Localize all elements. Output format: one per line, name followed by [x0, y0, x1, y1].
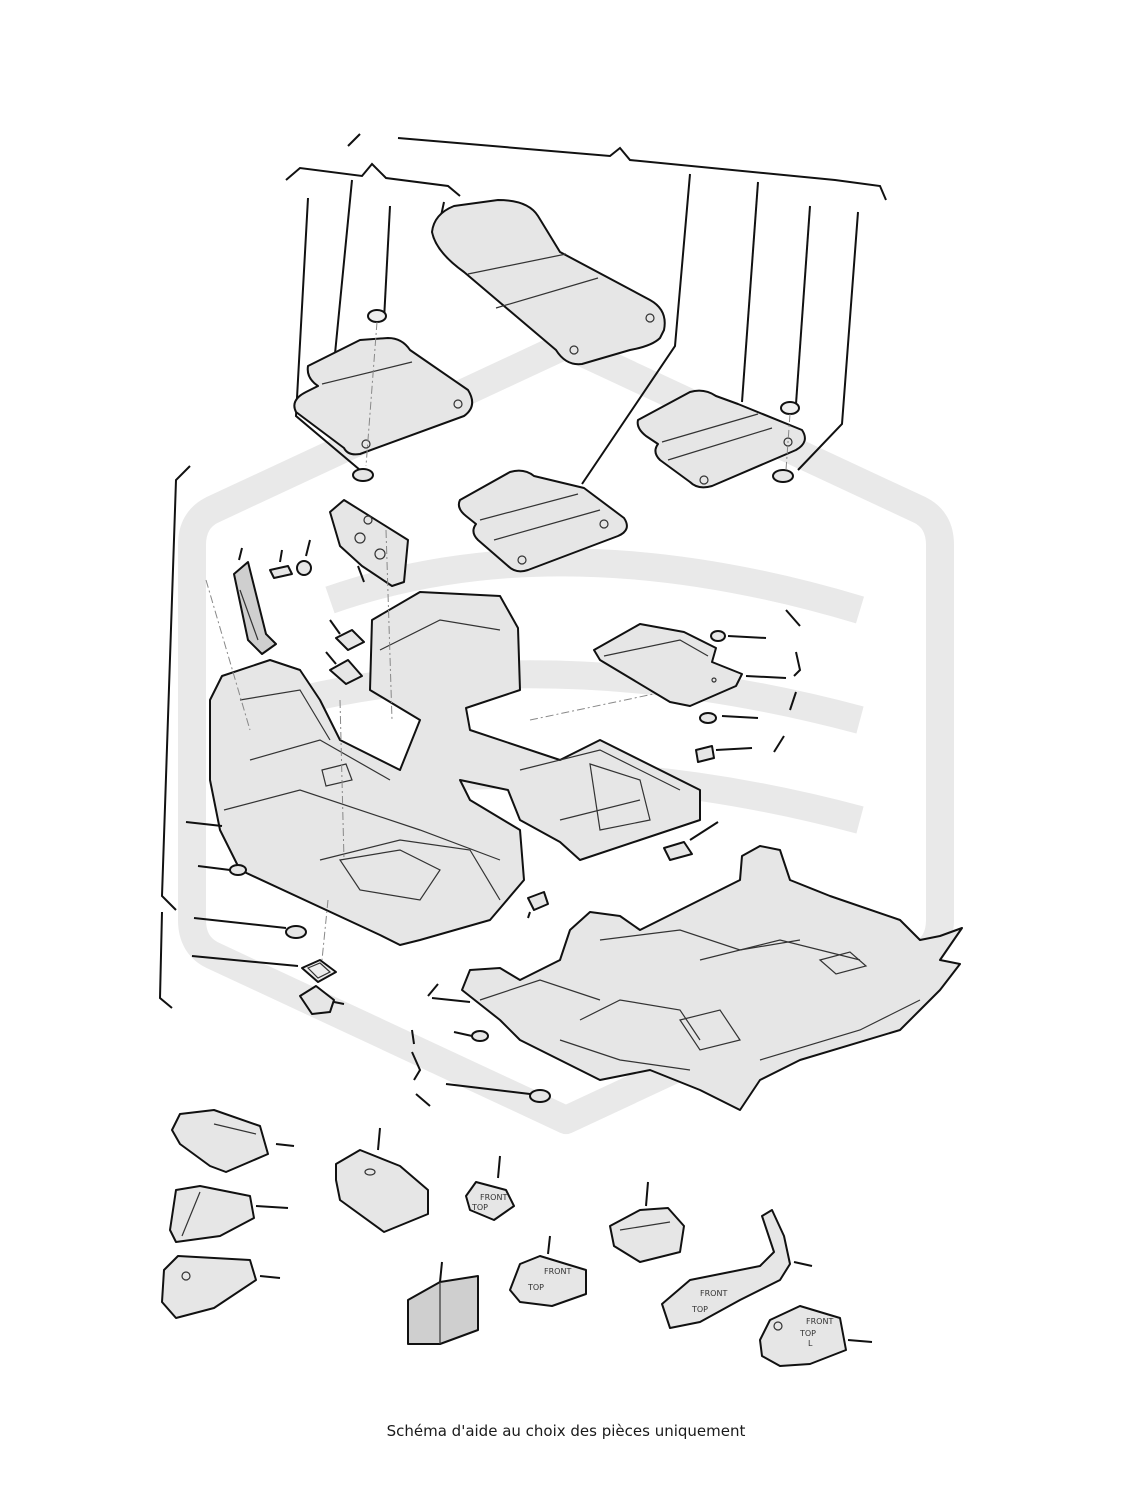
foam-block-right-small — [609, 1181, 685, 1263]
foam-bracket-right: FRONT TOP — [661, 1209, 813, 1329]
stamp-l: L — [808, 1339, 813, 1348]
side-panel-pad — [233, 547, 277, 655]
top-bracket-lines — [285, 133, 887, 485]
stamp-front-1: FRONT — [480, 1193, 507, 1202]
foam-block-front-top: FRONT TOP — [509, 1235, 587, 1307]
floor-mat-front-passenger — [293, 337, 474, 456]
foam-block-tall — [407, 1261, 479, 1345]
floor-mat-front-driver — [431, 199, 666, 366]
foam-block-front-small: FRONT TOP — [465, 1155, 515, 1221]
left-fasteners — [158, 465, 345, 1015]
foam-block-center-large — [335, 1127, 429, 1233]
floor-mat-rear-left — [457, 469, 628, 573]
stamp-top-1: TOP — [471, 1203, 488, 1212]
rear-floor-pad — [593, 623, 743, 707]
floor-mat-rear-right — [636, 389, 806, 489]
rear-fasteners — [411, 891, 551, 1107]
foam-block-right-bottom: FRONT TOP L — [759, 1305, 873, 1367]
rear-floor-carpet — [461, 845, 963, 1111]
front-floor-carpet — [205, 529, 721, 946]
stamp-top-3: TOP — [691, 1305, 708, 1314]
stamp-front-4: FRONT — [806, 1317, 833, 1326]
stamp-top-2: TOP — [527, 1283, 544, 1292]
pad-square-small — [325, 619, 365, 685]
foam-block-left-mid — [169, 1185, 289, 1243]
foam-block-left-bottom — [161, 1255, 281, 1319]
foam-block-left-top — [171, 1109, 295, 1173]
stamp-top-4: TOP — [799, 1329, 816, 1338]
rear-pad-fasteners — [663, 609, 802, 861]
stamp-front-2: FRONT — [544, 1267, 571, 1276]
diagram-caption: Schéma d'aide au choix des pièces unique… — [386, 1422, 746, 1440]
screw-and-plug — [269, 539, 312, 579]
insulation-block-center — [329, 499, 409, 587]
mat-clip-set — [352, 309, 800, 483]
stamp-front-3: FRONT — [700, 1289, 727, 1298]
